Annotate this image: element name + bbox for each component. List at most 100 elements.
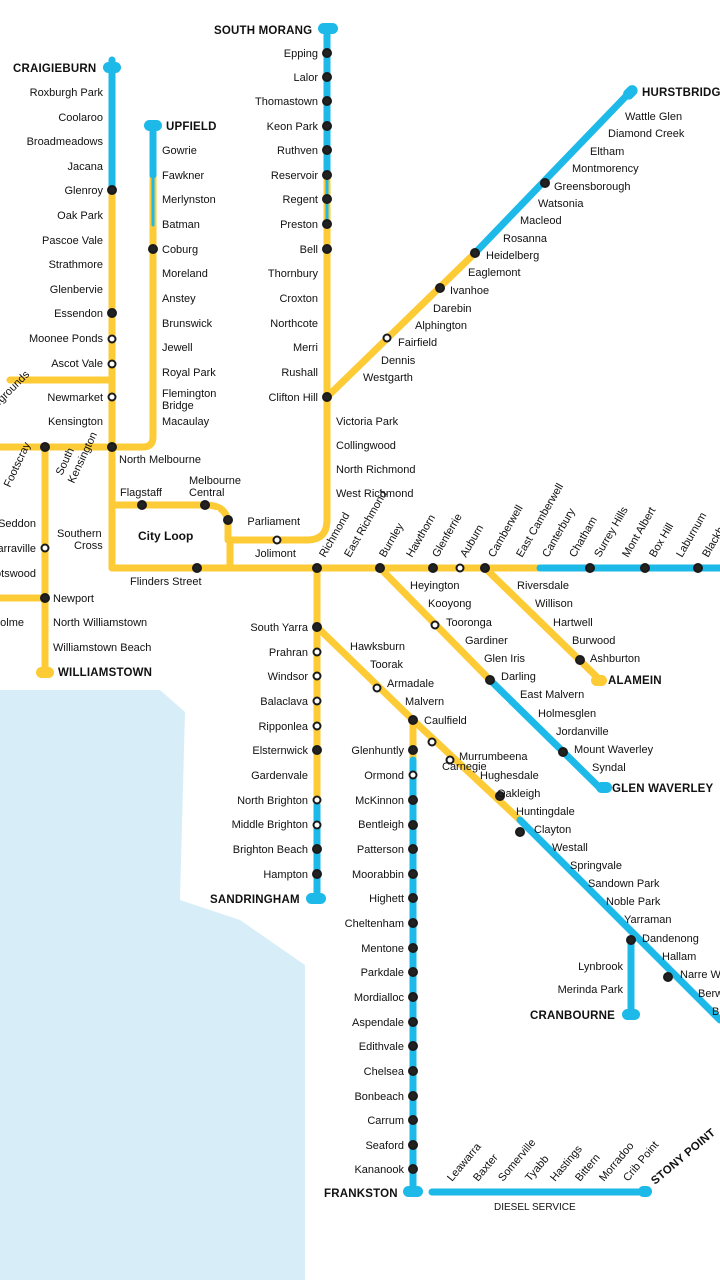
upfield-labels: Gowrie Fawkner Merlynston Batman Coburg …	[162, 145, 216, 428]
station-glenhuntly: Glenhuntly	[351, 745, 404, 757]
city-loop-box	[118, 510, 218, 562]
station-reservoir: Reservoir	[271, 170, 318, 182]
station-hawksburn: Hawksburn	[350, 641, 405, 653]
station-elsternwick: Elsternwick	[252, 745, 308, 757]
station-flemington-bridge-2: Bridge	[162, 400, 194, 412]
station-keon-park: Keon Park	[267, 121, 319, 133]
station-jordanville: Jordanville	[556, 726, 609, 738]
terminus-williamstown: WILLIAMSTOWN	[58, 667, 152, 679]
station-newmarket: Newmarket	[47, 392, 103, 404]
terminus-craigieburn: CRAIGIEBURN	[13, 63, 96, 75]
station-beaconsfield: Beaconsfield	[712, 1006, 720, 1018]
station-markers	[40, 48, 703, 1174]
station-box-hill: Box Hill	[647, 521, 676, 559]
station-glen-iris: Glen Iris	[484, 653, 525, 665]
station-chelsea: Chelsea	[364, 1066, 405, 1078]
station-heyington: Heyington	[410, 580, 460, 592]
station-ashburton: Ashburton	[590, 653, 640, 665]
station-ivanhoe: Ivanhoe	[450, 285, 489, 297]
station-moreland: Moreland	[162, 268, 208, 280]
station-rushall: Rushall	[281, 367, 318, 379]
station-yarraman: Yarraman	[624, 914, 671, 926]
station-hallam: Hallam	[662, 951, 696, 963]
station-melbourne-central-1: Melbourne	[189, 475, 241, 487]
station-strathmore: Strathmore	[49, 259, 103, 271]
station-west-richmond: West Richmond	[336, 488, 413, 500]
station-carrum: Carrum	[367, 1115, 404, 1127]
station-north-melbourne: North Melbourne	[119, 454, 201, 466]
station-oakleigh: Oakleigh	[497, 788, 540, 800]
station-gowrie: Gowrie	[162, 145, 197, 157]
station-preston: Preston	[280, 219, 318, 231]
station-north-richmond: North Richmond	[336, 464, 415, 476]
station-rosanna: Rosanna	[503, 233, 548, 245]
station-jolimont: Jolimont	[255, 548, 296, 560]
station-newport: Newport	[53, 593, 94, 605]
station-thomastown: Thomastown	[255, 96, 318, 108]
station-flemington-bridge-1: Flemington	[162, 388, 216, 400]
south-morang-labels: Epping Lalor Thomastown Keon Park Ruthve…	[247, 48, 318, 528]
station-holme: Holme	[0, 617, 24, 629]
terminus-hurstbridge: HURSTBRIDGE	[642, 87, 720, 99]
station-gardenvale: Gardenvale	[251, 770, 308, 782]
frankston-labels: Glenhuntly Ormond McKinnon Bentleigh Pat…	[345, 745, 405, 1176]
station-merinda-park: Merinda Park	[558, 984, 624, 996]
port-phillip-bay	[0, 690, 305, 1280]
diesel-service-label: DIESEL SERVICE	[494, 1202, 576, 1213]
station-dennis: Dennis	[381, 355, 416, 367]
station-jacana: Jacana	[68, 161, 104, 173]
station-armadale: Armadale	[387, 678, 434, 690]
station-lynbrook: Lynbrook	[578, 961, 623, 973]
station-williamstown-beach: Williamstown Beach	[53, 642, 151, 654]
station-watsonia: Watsonia	[538, 198, 584, 210]
station-coburg: Coburg	[162, 244, 198, 256]
station-hampton: Hampton	[263, 869, 308, 881]
station-southern-cross-2: Cross	[74, 540, 103, 552]
station-ascot-vale: Ascot Vale	[51, 358, 103, 370]
station-heidelberg: Heidelberg	[486, 250, 539, 262]
station-highett: Highett	[369, 893, 404, 905]
station-roxburgh-park: Roxburgh Park	[30, 87, 104, 99]
station-fairfield: Fairfield	[398, 337, 437, 349]
station-montmorency: Montmorency	[572, 163, 639, 175]
station-east-malvern: East Malvern	[520, 689, 584, 701]
station-macleod: Macleod	[520, 215, 562, 227]
station-burnley: Burnley	[377, 521, 406, 560]
station-seaford: Seaford	[365, 1140, 404, 1152]
station-springvale: Springvale	[570, 860, 622, 872]
station-holmesglen: Holmesglen	[538, 708, 596, 720]
station-parliament-label: Parliament	[247, 516, 300, 528]
station-murrumbeena: Murrumbeena	[459, 751, 528, 763]
station-prahran: Prahran	[269, 647, 308, 659]
station-fawkner: Fawkner	[162, 170, 205, 182]
city-loop-label: City Loop	[138, 529, 193, 543]
station-hartwell: Hartwell	[553, 617, 593, 629]
station-essendon: Essendon	[54, 308, 103, 320]
station-moonee-ponds: Moonee Ponds	[29, 333, 103, 345]
station-malvern: Malvern	[405, 696, 444, 708]
station-greensborough: Greensborough	[554, 181, 630, 193]
station-kananook: Kananook	[354, 1164, 404, 1176]
terminus-frankston: FRANKSTON	[324, 1188, 398, 1200]
station-glenbervie: Glenbervie	[50, 284, 103, 296]
sandringham-labels: South Yarra Prahran Windsor Balaclava Ri…	[232, 622, 309, 881]
station-lalor: Lalor	[294, 72, 319, 84]
station-north-brighton: North Brighton	[237, 795, 308, 807]
station-pascoe-vale: Pascoe Vale	[42, 235, 103, 247]
station-westgarth: Westgarth	[363, 372, 413, 384]
station-seddon: Seddon	[0, 518, 36, 530]
station-windsor: Windsor	[268, 671, 309, 683]
station-narre-warren: Narre Warren	[680, 969, 720, 981]
williamstown-cap	[36, 667, 54, 678]
station-collingwood: Collingwood	[336, 440, 396, 452]
station-victoria-park: Victoria Park	[336, 416, 399, 428]
station-jewell: Jewell	[162, 342, 193, 354]
station-mckinnon: McKinnon	[355, 795, 404, 807]
station-yarraville: Yarraville	[0, 543, 36, 555]
terminus-sandringham: SANDRINGHAM	[210, 894, 300, 906]
station-bell: Bell	[300, 244, 318, 256]
inner-east-labels: Victoria Park Collingwood North Richmond…	[255, 416, 415, 560]
station-patterson: Patterson	[357, 844, 404, 856]
station-middle-brighton: Middle Brighton	[232, 819, 308, 831]
